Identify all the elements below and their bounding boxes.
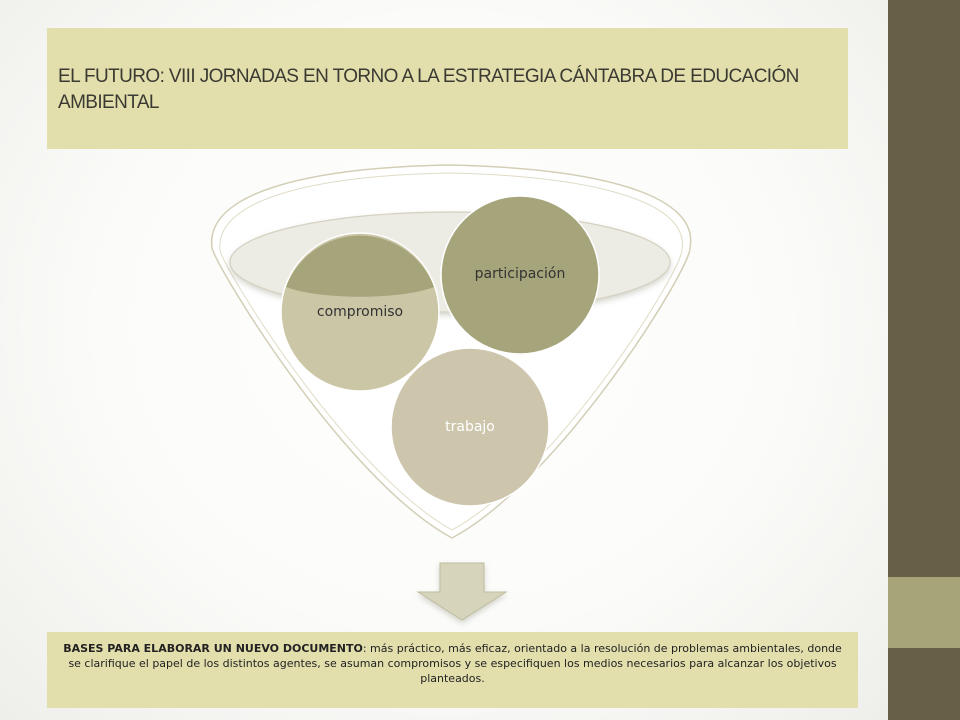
funnel-inner-outline [219, 172, 683, 531]
title-band [47, 28, 848, 149]
circle-trabajo-label: trabajo [445, 419, 495, 435]
circle-compromiso-label: compromiso [317, 304, 403, 320]
circle-compromiso-top [286, 235, 434, 297]
bases-text: : más práctico, más eficaz, orientado a … [68, 642, 842, 685]
bases-description-box: BASES PARA ELABORAR UN NUEVO DOCUMENTO: … [47, 632, 858, 708]
circle-participacion [440, 195, 600, 355]
decorative-sidebar-accent [888, 577, 960, 648]
slide-title: EL FUTURO: VIII JORNADAS EN TORNO A LA E… [58, 66, 799, 113]
bases-lead: BASES PARA ELABORAR UN NUEVO DOCUMENTO [63, 642, 363, 655]
circle-trabajo [390, 347, 550, 507]
funnel-diagram: trabajo compromiso participación [211, 164, 692, 621]
down-arrow-icon [416, 562, 508, 621]
circle-participacion-label: participación [475, 266, 566, 282]
